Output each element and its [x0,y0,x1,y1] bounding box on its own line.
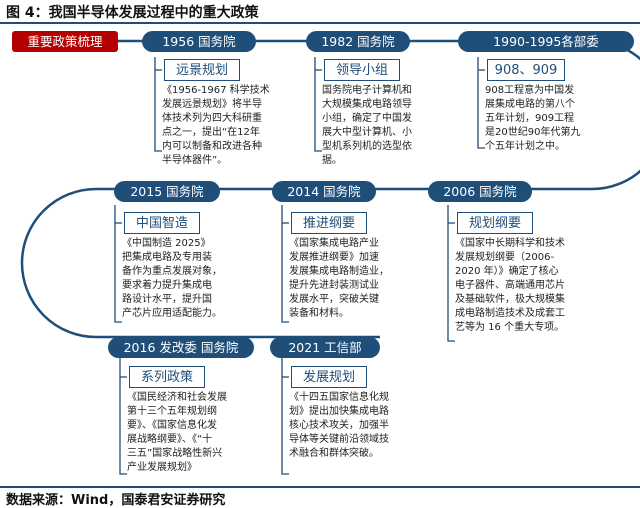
policy-text-2021: 《十四五国家信息化规划》提出加快集成电路核心技术攻关，加强半导体等关键前沿领域技… [289,392,389,459]
figure-title: 图 4：我国半导体发展过程中的重大政策 [6,5,259,21]
year-tag-2016: 2016 发改委 国务院 [108,337,254,358]
policy-head-1956: 远景规划 [164,59,240,81]
policy-head-2015: 中国智造 [124,212,200,234]
source-rule [0,486,640,488]
policy-head-2014: 推进纲要 [291,212,367,234]
title-rule [0,22,640,24]
policy-head-2021: 发展规划 [291,366,367,388]
policy-text-908-909: 908工程意为中国发展集成电路的第八个五年计划，909工程是20世纪90年代第九… [485,85,581,152]
policy-text-1956: 《1956-1967 科学技术发展远景规划》将半导体技术列为四大科研重点之一，提… [162,85,270,166]
policy-head-908-909: 908、909 [487,59,565,81]
year-tag-2014: 2014 国务院 [272,181,376,202]
year-tag-1956: 1956 国务院 [142,31,256,52]
source-note: 数据来源：Wind，国泰君安证券研究 [6,493,226,508]
policy-text-2015: 《中国制造 2025》把集成电路及专用装备作为重点发展对象，要求着力提升集成电路… [122,238,222,319]
year-tag-2021: 2021 工信部 [270,337,380,358]
policy-text-2006: 《国家中长期科学和技术发展规划纲要（2006-2020 年）》确定了核心电子器件… [455,238,565,333]
year-tag-2006: 2006 国务院 [428,181,532,202]
legend-label: 重要政策梳理 [12,31,118,52]
policy-head-2016: 系列政策 [129,366,205,388]
year-tag-2015: 2015 国务院 [114,181,220,202]
policy-text-2016: 《国民经济和社会发展第十三个五年规划纲要》、《国家信息化发展战略纲要》、《“十三… [127,392,227,473]
policy-text-1982: 国务院电子计算机和大规模集成电路领导小组，确定了中国发展大中型计算机、小型机系列… [322,85,412,166]
policy-head-1982: 领导小组 [324,59,400,81]
year-tag-1990-1995: 1990-1995各部委 [458,31,634,52]
policy-head-2006: 规划纲要 [457,212,533,234]
policy-text-2014: 《国家集成电路产业发展推进纲要》加速发展集成电路制造业，提升先进封装测试业发展水… [289,238,389,319]
year-tag-1982: 1982 国务院 [306,31,410,52]
